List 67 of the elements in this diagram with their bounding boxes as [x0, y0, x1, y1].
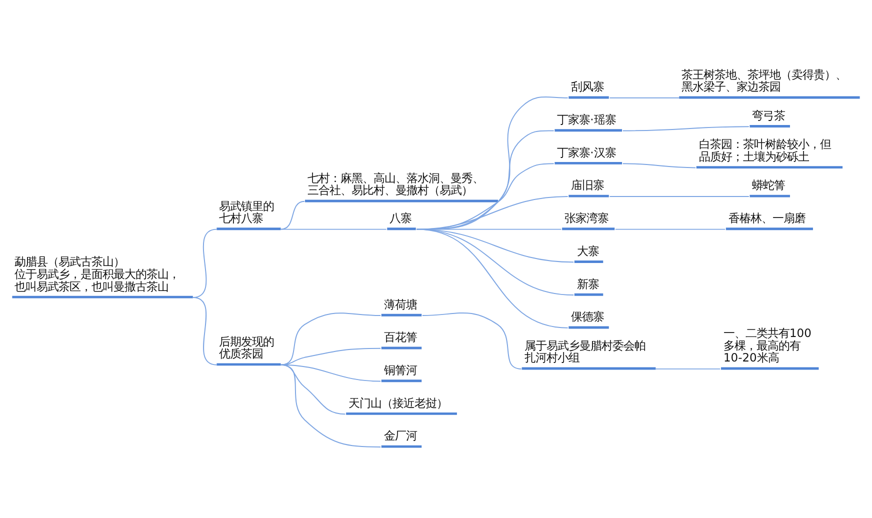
node-label: 一、二类共有100多棵，最高的有10-20米高: [723, 326, 812, 364]
node-label: 勐腊县（易武古茶山）: [14, 254, 125, 268]
connector: [614, 228, 726, 230]
node-box: [562, 227, 615, 230]
node-label: 大寨: [576, 243, 599, 258]
node-label: 弯弓茶: [752, 108, 786, 122]
node-label: 天门山（接近老挝）: [348, 395, 448, 410]
node-label: 百花箐: [384, 330, 417, 344]
node-label: 铜箐河: [384, 362, 417, 377]
node-label: 易武镇里的七村八寨: [219, 198, 274, 225]
node-label: 刮风寨: [571, 79, 604, 94]
node-label: 庙旧寨: [571, 178, 604, 192]
node-box: [216, 362, 281, 366]
node-box: [305, 199, 498, 202]
node-box: [554, 161, 622, 164]
node-label: 白茶园：茶叶树龄较小，但品质好；土壤为砂砾土: [698, 136, 831, 163]
node-box: [216, 227, 281, 230]
connector: [422, 312, 522, 369]
node-label: 八寨: [390, 210, 412, 225]
connector: [280, 200, 306, 230]
node-box: [12, 295, 193, 298]
node-label: 位于易武乡，是面积最大的茶山，也叫易武茶区，也叫曼撒古茶山: [14, 266, 180, 293]
node-box: [387, 227, 416, 230]
connector: [416, 228, 568, 328]
node-box: [574, 292, 604, 296]
connector: [609, 195, 750, 196]
node-box: [554, 128, 622, 132]
node-box: [750, 124, 790, 127]
connector: [416, 195, 568, 230]
node-box: [381, 379, 422, 382]
node-box: [381, 313, 422, 316]
node-label: 丁家寨·瑶寨: [557, 112, 616, 126]
connector: [622, 162, 696, 168]
node-label: 香椿林、一扇磨: [728, 210, 806, 225]
node-box: [568, 194, 609, 197]
connector: [280, 364, 382, 447]
node-label: 倮德寨: [571, 309, 604, 324]
node-label: 张家湾寨: [564, 210, 609, 225]
connector: [622, 126, 750, 131]
connector: [280, 347, 382, 365]
node-label: 茶王树茶地、茶坪地（卖得贵）、黑水梁子、家边茶园: [682, 66, 847, 94]
node-box: [568, 326, 609, 328]
node-label: 薄荷塘: [384, 296, 417, 311]
node-box: [346, 412, 457, 414]
node-label: 七村：麻黑、高山、落水洞、曼秀、三合社、易比村、曼撒村（易武）: [307, 170, 484, 197]
node-box: [381, 346, 422, 349]
node-box: [568, 96, 609, 98]
node-box: [522, 366, 656, 370]
connector: [654, 368, 721, 369]
node-box: [679, 96, 860, 98]
node-box: [750, 194, 790, 197]
connector: [192, 296, 218, 365]
node-label: 丁家寨·汉寨: [557, 144, 616, 159]
node-box: [574, 260, 604, 262]
node-label: 后期发现的优质茶园: [219, 334, 274, 360]
node-label: 蟒蛇箐: [752, 178, 786, 192]
connector: [280, 312, 382, 365]
node-label: 金厂河: [384, 428, 417, 442]
node-label: 新寨: [576, 276, 599, 290]
connector: [609, 96, 680, 98]
node-box: [381, 444, 422, 448]
node-box: [726, 227, 813, 230]
connector: [280, 228, 387, 230]
node-box: [696, 166, 843, 168]
node-label: 属于易武乡曼腊村委会帕扎河村小组: [524, 338, 646, 364]
node-box: [721, 366, 819, 370]
connector: [416, 96, 568, 230]
